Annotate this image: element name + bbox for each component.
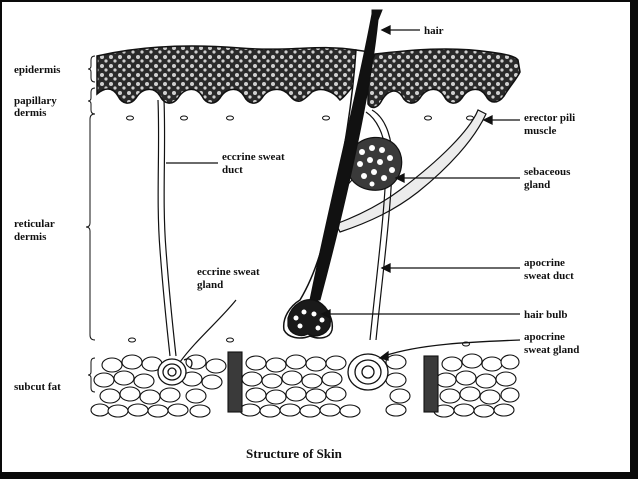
label-epidermis: epidermis: [14, 64, 61, 76]
label-erector-pili-muscle: muscle: [524, 125, 557, 137]
left-brackets: [85, 55, 96, 393]
label-hair-bulb: hair bulb: [524, 309, 568, 321]
eccrine-sweat-duct: [157, 99, 177, 357]
label-eccrine-sweat-gland: eccrine sweat gland: [179, 266, 260, 363]
label-papillary-dermis: dermis: [14, 107, 47, 119]
subcutaneous-fat: [90, 351, 520, 420]
svg-text:gland: gland: [197, 279, 223, 291]
eccrine-sweat-gland: [157, 358, 193, 386]
label-reticular-dermis: dermis: [14, 231, 47, 243]
label-papillary: papillary: [14, 95, 57, 107]
label-apocrine-sweat-duct: sweat duct: [524, 270, 574, 282]
erector-pili-muscle: [335, 109, 487, 233]
label-apocrine-gland: apocrine: [524, 331, 565, 343]
label-erector-pili: erector pili: [524, 112, 575, 124]
sebaceous-gland: [339, 136, 403, 199]
label-sebaceous-gland: gland: [524, 179, 550, 191]
right-leader-lines: [320, 24, 521, 361]
label-apocrine: apocrine: [524, 257, 565, 269]
svg-text:eccrine sweat: eccrine sweat: [222, 151, 285, 163]
svg-text:eccrine sweat: eccrine sweat: [197, 266, 260, 278]
label-reticular: reticular: [14, 218, 55, 230]
epidermis-layer: [96, 45, 521, 109]
svg-text:duct: duct: [222, 164, 243, 176]
label-apocrine-sweat-gland: sweat gland: [524, 344, 579, 356]
diagram-caption: Structure of Skin: [246, 446, 343, 461]
label-eccrine-sweat-duct: eccrine sweat duct: [166, 151, 285, 176]
label-sebaceous: sebaceous: [524, 166, 571, 178]
label-hair: hair: [424, 25, 444, 37]
apocrine-sweat-gland: [347, 353, 389, 391]
label-subcut-fat: subcut fat: [14, 381, 61, 393]
hair-bulb: [287, 299, 331, 337]
